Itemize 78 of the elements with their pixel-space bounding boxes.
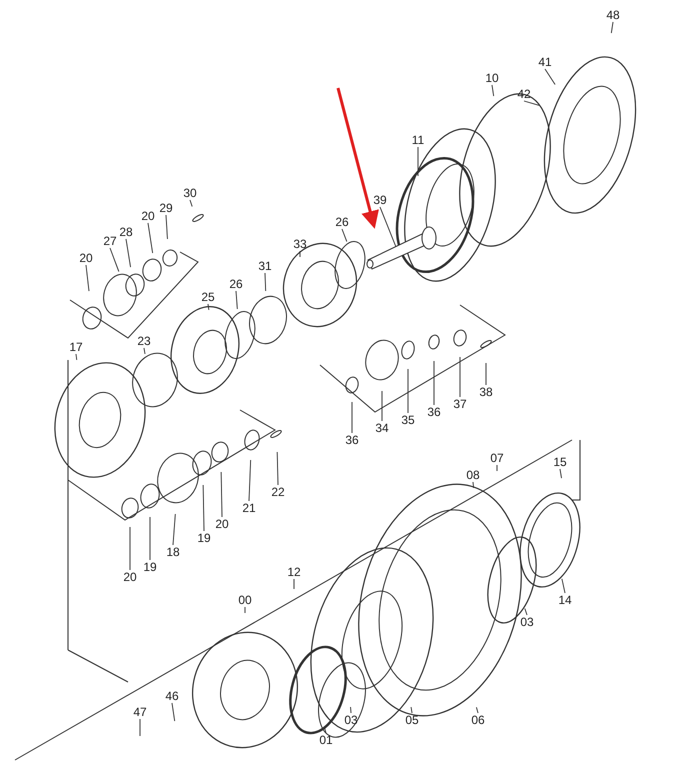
- callout-number: 47: [131, 705, 149, 719]
- callout-number: 17: [67, 340, 85, 354]
- leader-line: [208, 304, 210, 310]
- callout-number: 36: [425, 405, 443, 419]
- callout-number: 35: [399, 413, 417, 427]
- callout-number: 03: [518, 615, 536, 629]
- callout-number: 01: [317, 733, 335, 747]
- callout-number: 38: [477, 385, 495, 399]
- leader-line: [166, 214, 168, 240]
- leader-line: [86, 264, 90, 292]
- leader-line: [264, 272, 266, 292]
- callout-number: 30: [181, 186, 199, 200]
- callout-number: 05: [403, 713, 421, 727]
- leader-line: [148, 222, 154, 254]
- callout-number: 46: [163, 689, 181, 703]
- callout-number: 22: [269, 485, 287, 499]
- callout-number: 29: [157, 201, 175, 215]
- leader-line: [172, 514, 176, 546]
- callout-number: 36: [343, 433, 361, 447]
- callout-number: 39: [371, 193, 389, 207]
- callout-number: 20: [139, 209, 157, 223]
- callout-number: 20: [77, 251, 95, 265]
- leader-line: [544, 68, 556, 85]
- callout-number: 21: [240, 501, 258, 515]
- leader-line: [560, 468, 562, 479]
- callout-number: 33: [291, 237, 309, 251]
- leader-line: [496, 464, 498, 472]
- callout-number: 23: [135, 334, 153, 348]
- leader-line: [380, 206, 396, 248]
- callout-number: 34: [373, 421, 391, 435]
- leader-line: [524, 100, 540, 106]
- leader-line: [144, 348, 146, 354]
- callout-number: 12: [285, 565, 303, 579]
- leader-line: [76, 354, 78, 360]
- leader-line: [202, 484, 204, 532]
- leader-line: [220, 472, 222, 518]
- callout-number: 19: [195, 531, 213, 545]
- leader-line: [610, 22, 614, 34]
- callout-number: 37: [451, 397, 469, 411]
- leader-line: [126, 238, 131, 268]
- callout-number: 14: [556, 593, 574, 607]
- leader-line: [110, 248, 120, 272]
- callout-number: 26: [227, 277, 245, 291]
- leader-line: [342, 228, 348, 242]
- callout-number: 19: [141, 560, 159, 574]
- callout-number: 41: [536, 55, 554, 69]
- callout-number: 27: [101, 234, 119, 248]
- callout-number: 20: [213, 517, 231, 531]
- callout-number: 31: [256, 259, 274, 273]
- callout-number: 08: [464, 468, 482, 482]
- callout-number: 07: [488, 451, 506, 465]
- callout-number: 25: [199, 290, 217, 304]
- callout-number: 28: [117, 225, 135, 239]
- leader-line: [476, 706, 478, 714]
- leader-line: [276, 452, 278, 486]
- callout-number: 15: [551, 455, 569, 469]
- leader-line: [350, 706, 352, 714]
- callout-number: 48: [604, 8, 622, 22]
- callout-number: 06: [469, 713, 487, 727]
- leader-line: [190, 200, 193, 207]
- leader-line: [492, 84, 494, 97]
- leader-line: [172, 702, 176, 722]
- callout-number: 18: [164, 545, 182, 559]
- callout-number: 20: [121, 570, 139, 584]
- leader-line: [244, 606, 246, 614]
- callout-number: 26: [333, 215, 351, 229]
- leader-line: [324, 726, 326, 734]
- leader-line: [236, 290, 238, 310]
- arrow: [336, 88, 379, 229]
- callout-number: 03: [342, 713, 360, 727]
- callout-number: 11: [409, 133, 427, 147]
- leader-line: [410, 706, 412, 714]
- callout-number: 10: [483, 71, 501, 85]
- leader-line: [561, 578, 566, 594]
- leader-line: [472, 482, 474, 488]
- leader-line: [248, 460, 252, 502]
- callout-number: 00: [236, 593, 254, 607]
- leader-line: [524, 608, 528, 616]
